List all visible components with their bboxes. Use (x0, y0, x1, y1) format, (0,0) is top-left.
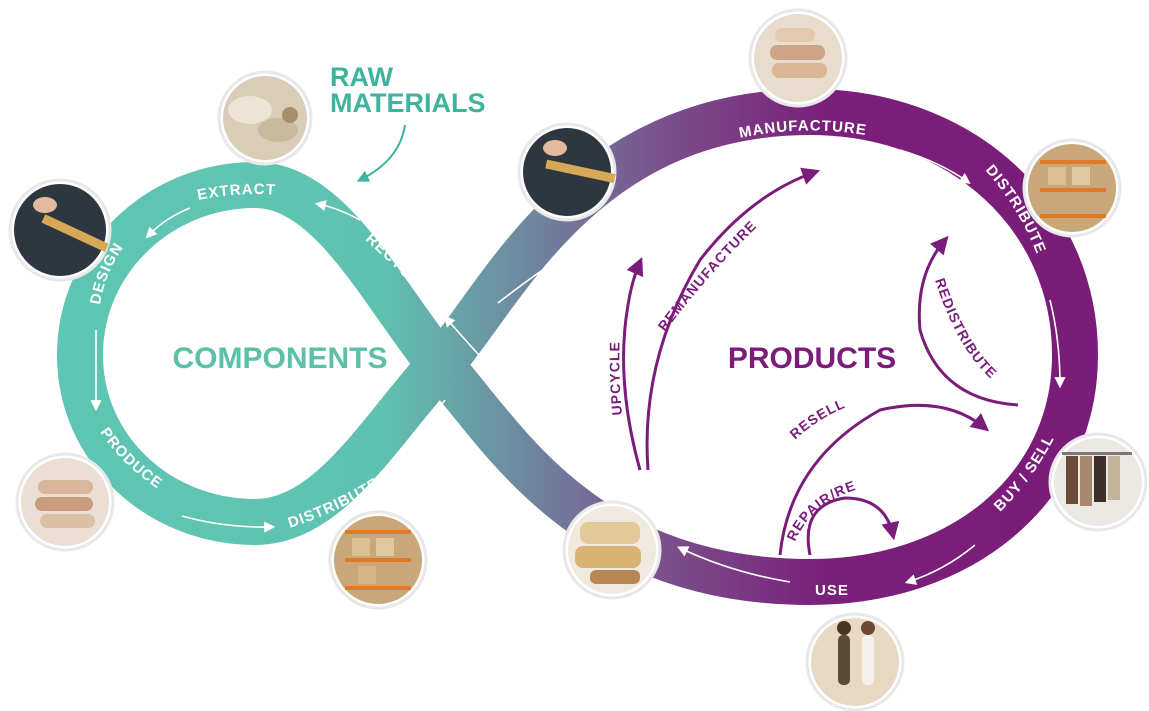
raw-wool-photo (217, 70, 313, 166)
cushions-photo (562, 500, 662, 600)
label-remanufacture: REMANUFACTURE (655, 217, 760, 334)
produce-left-photo (15, 452, 115, 552)
warehouse-left-photo (328, 510, 428, 610)
warehouse-right-photo (1022, 138, 1122, 238)
clothing-rack-photo (1048, 432, 1148, 532)
models-photo (805, 612, 905, 711)
manufacture-photo (748, 8, 848, 108)
products-title: PRODUCTS (728, 342, 896, 375)
band-flow-arrows (90, 147, 1066, 585)
label-design-right: DESIGN (590, 207, 648, 264)
raw-materials-arrow (356, 124, 406, 182)
design-left-photo (8, 178, 112, 282)
label-resell: RESELL (786, 395, 847, 442)
label-use: USE (815, 582, 849, 599)
components-title: COMPONENTS (172, 342, 387, 375)
label-upcycle: UPCYCLE (606, 341, 625, 416)
label-dispose: DISPOSE (558, 410, 623, 474)
design-right-photo (517, 122, 617, 222)
infinity-band (57, 89, 1098, 605)
raw-materials-line1: RAW (330, 62, 394, 92)
inner-loop-arrows (622, 167, 1019, 556)
raw-materials-line2: MATERIALS (330, 88, 486, 118)
label-redistribute: REDISTRIBUTE (932, 276, 1000, 382)
